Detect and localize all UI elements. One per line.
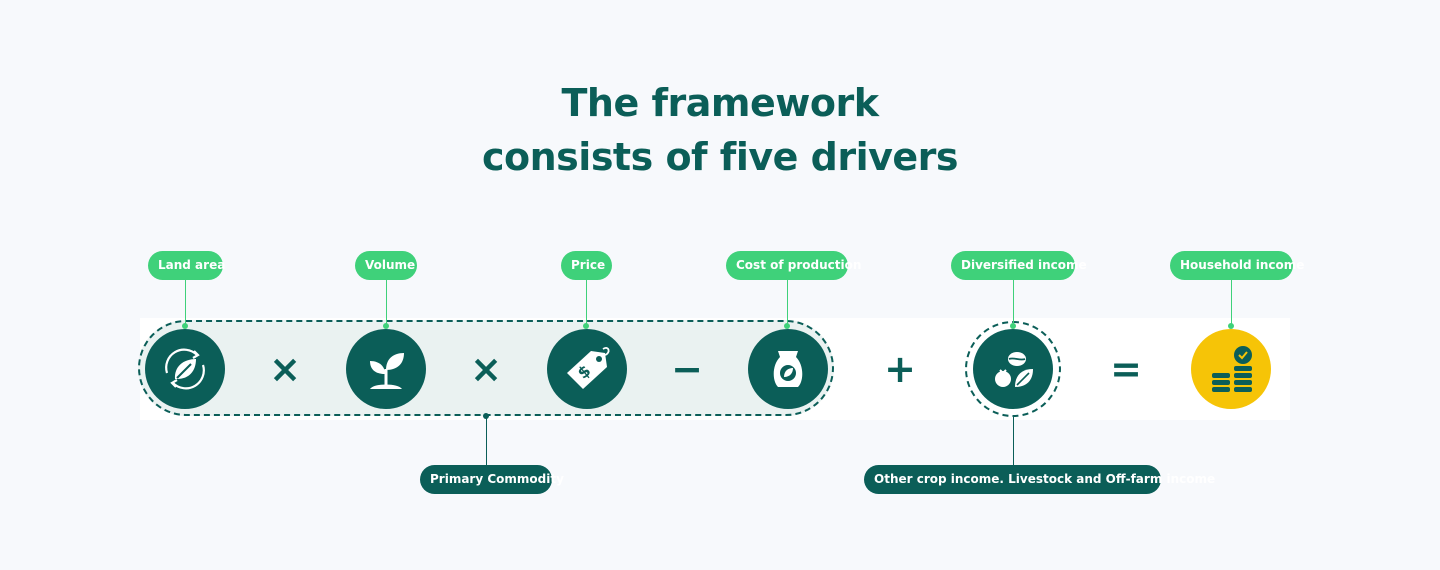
crops-icon <box>995 352 1033 387</box>
land-area-icon <box>145 329 225 409</box>
label-land-area: Land area <box>148 251 225 280</box>
connector-cost <box>787 280 788 326</box>
connector-land-area <box>185 280 186 326</box>
connector-dot-land-area <box>182 323 188 329</box>
operator-multiply-1: × <box>269 347 301 391</box>
label-primary-commodity: Primary Commodity <box>420 465 564 494</box>
connector-volume <box>386 280 387 326</box>
title-line-1: The framework <box>561 81 879 125</box>
label-cost-of-production: Cost of production <box>726 251 861 280</box>
connector-dot-cost <box>784 323 790 329</box>
seed-bag-icon <box>773 351 803 387</box>
leaf-cycle-icon <box>165 348 205 390</box>
label-price: Price <box>561 251 612 280</box>
connector-dot-volume <box>383 323 389 329</box>
page-title: The framework consists of five drivers <box>0 76 1440 184</box>
volume-icon <box>346 329 426 409</box>
connector-dot-household <box>1228 323 1234 329</box>
price-tag-icon: $ <box>567 347 610 389</box>
connector-primary <box>486 416 487 466</box>
connector-dot-price <box>583 323 589 329</box>
label-household-income: Household income <box>1170 251 1304 280</box>
label-other-income: Other crop income. Livestock and Off-far… <box>864 465 1215 494</box>
cost-of-production-icon <box>748 329 828 409</box>
operator-minus: − <box>671 347 703 391</box>
diversified-income-icon <box>973 329 1053 409</box>
coins-icon <box>1212 346 1252 392</box>
price-icon: $ <box>547 329 627 409</box>
title-line-2: consists of five drivers <box>481 135 959 179</box>
label-diversified-income: Diversified income <box>951 251 1087 280</box>
connector-household <box>1231 280 1232 326</box>
connector-diversified <box>1013 280 1014 326</box>
household-income-icon <box>1191 329 1271 409</box>
connector-price <box>586 280 587 326</box>
label-volume: Volume <box>355 251 417 280</box>
primary-commodity-group <box>138 320 834 416</box>
connector-other <box>1013 416 1014 466</box>
operator-equals: = <box>1110 347 1142 391</box>
connector-dot-diversified <box>1010 323 1016 329</box>
sprout-icon <box>370 353 404 389</box>
operator-plus: + <box>884 347 916 391</box>
operator-multiply-2: × <box>470 347 502 391</box>
